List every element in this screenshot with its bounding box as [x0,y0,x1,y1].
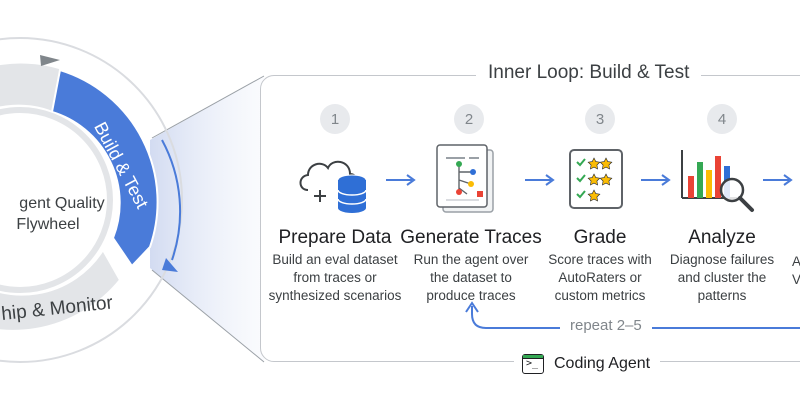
step-number-4: 4 [707,104,737,134]
step-title-2: Generate Traces [400,227,542,248]
flywheel-segment-build-test [50,68,159,268]
flywheel-segment-top [0,63,68,112]
inner-loop-title: Inner Loop: Build & Test [476,62,702,84]
trace-document-icon [436,144,494,213]
step-desc-2-line-2: the dataset to [430,270,512,285]
ring-arrow-right [162,258,178,272]
terminal-icon: >_ [522,354,544,374]
beam-edge-top [151,75,265,139]
arrow-right-icon [525,174,555,186]
step-desc-4-line-3: patterns [697,288,747,303]
step-desc-3: Score traces with AutoRaters or custom m… [515,251,685,305]
flywheel-center-label-1: gent Quality [19,195,104,212]
flywheel-center [0,107,113,293]
coding-agent-badge: >_ Coding Agent [514,349,661,379]
flywheel-segment-ship-monitor [0,248,122,332]
arrow-right-icon [763,174,793,186]
projection-beam [150,76,264,362]
step-desc-1: Build an eval dataset from traces or syn… [250,251,420,305]
arrow-right-icon [386,174,416,186]
step-desc-4-line-2: and cluster the [677,270,767,285]
step-number-2: 2 [454,104,484,134]
step-desc-4: Diagnose failures and cluster the patter… [637,251,800,305]
step-number-1: 1 [320,104,350,134]
repeat-label: repeat 2–5 [560,317,652,334]
step-desc-1-line-1: Build an eval dataset [272,252,398,267]
coding-agent-label: Coding Agent [554,355,651,372]
step-desc-3-line-2: AutoRaters or [558,270,642,285]
step-title-1: Prepare Data [278,227,392,248]
ring-arrow-top [40,55,60,66]
flywheel-center-label-2: Flywheel [16,216,79,233]
beam-edge-bottom [151,269,265,363]
flywheel-diagram: gent Quality Flywheel Build & Test hip &… [0,37,265,363]
flywheel-outer-ring [0,37,183,363]
step-number-3: 3 [585,104,615,134]
step-desc-4-line-1: Diagnose failures [669,252,775,267]
cloud-database-icon [299,160,367,213]
repeat-loop-arrow [465,301,800,329]
step-desc-2: Run the agent over the dataset to produc… [386,251,556,305]
arrow-right-icon [641,174,671,186]
step-desc-2-line-3: produce traces [426,288,516,303]
star-rating-icon [569,149,623,209]
step-desc-1-line-3: synthesized scenarios [268,288,402,303]
step-desc-3-line-1: Score traces with [548,252,652,267]
step-desc-3-line-3: custom metrics [554,288,646,303]
bar-chart-magnifier-icon [681,150,754,212]
step-title-3: Grade [573,227,627,248]
step-title-4: Analyze [688,227,756,248]
ring-arc-accent [161,139,182,261]
step-desc-2-line-1: Run the agent over [413,252,529,267]
step-desc-1-line-2: from traces or [293,270,377,285]
